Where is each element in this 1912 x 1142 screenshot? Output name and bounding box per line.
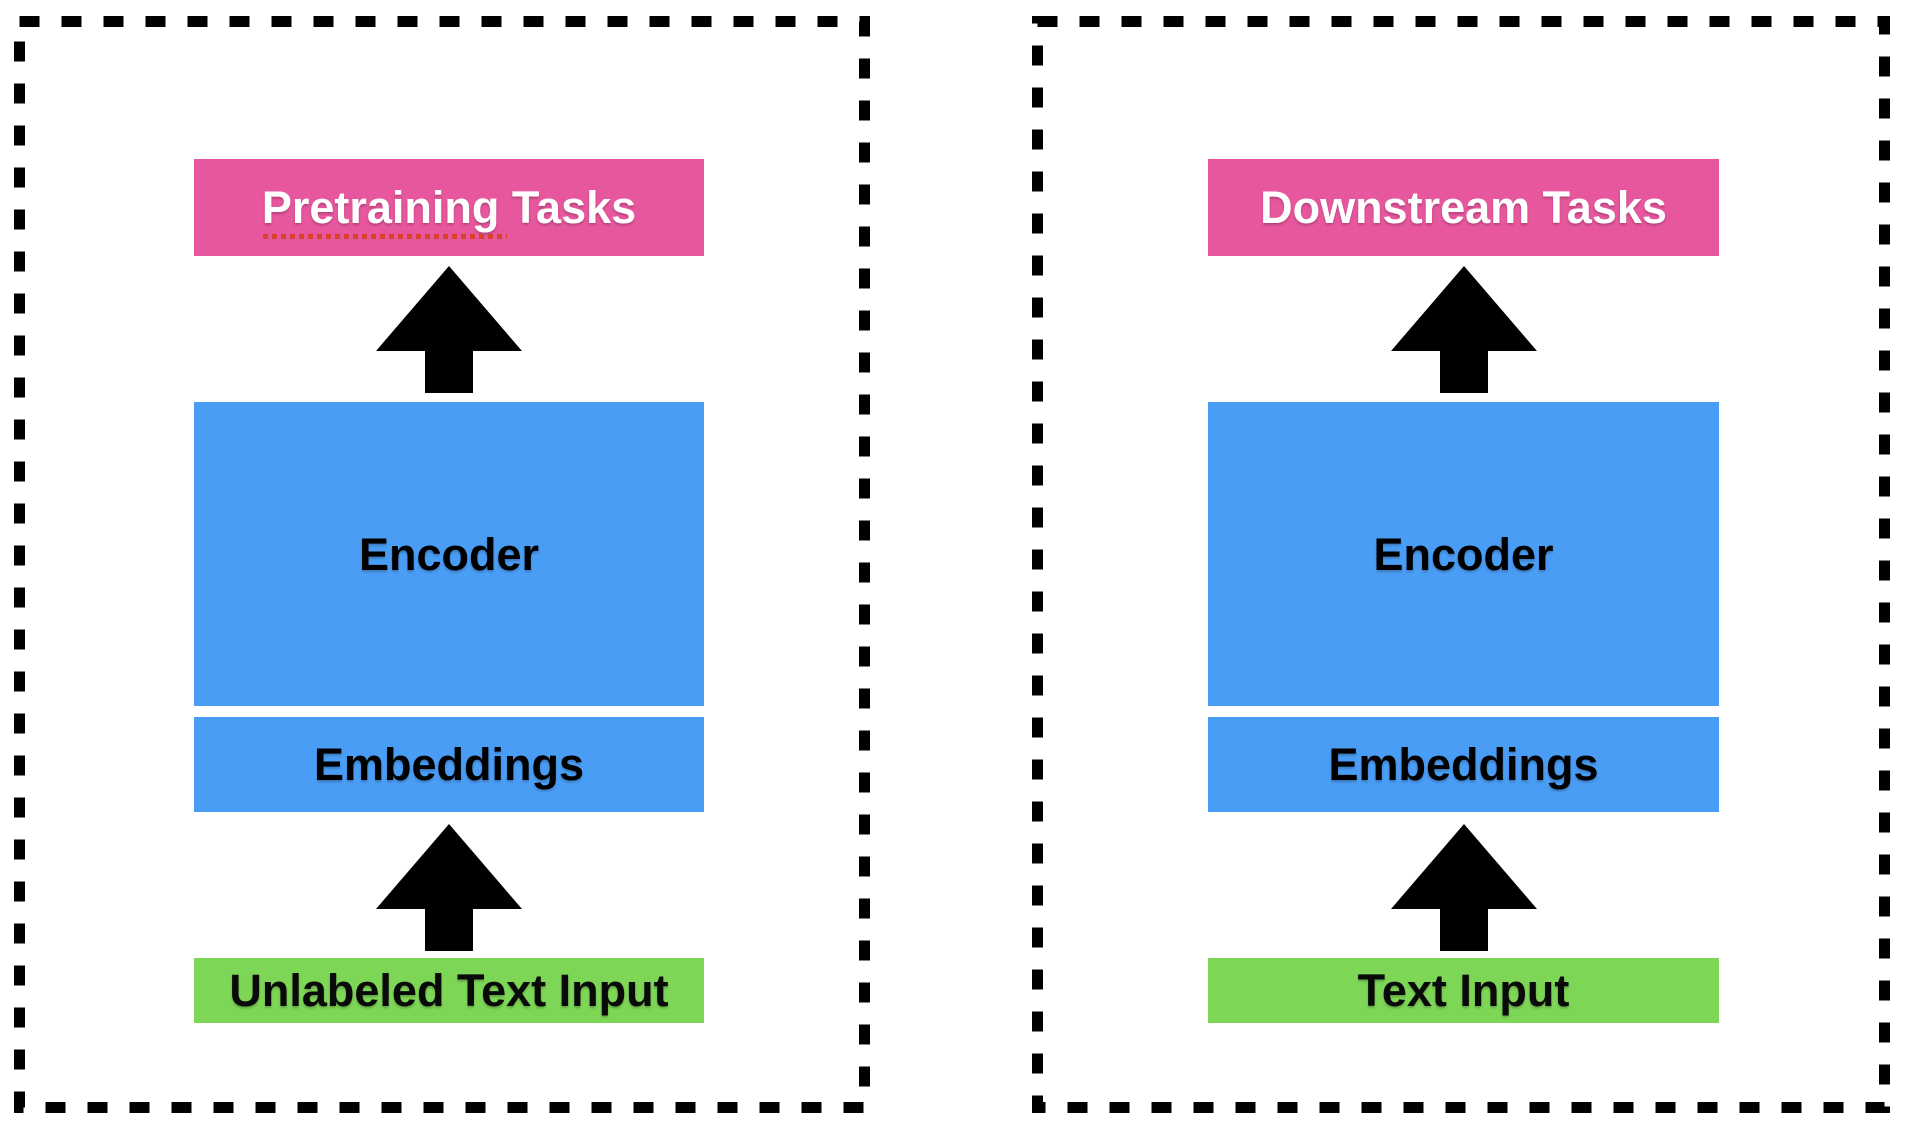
text-input-box: Text Input: [1208, 958, 1719, 1023]
arrow-input-to-embeddings: [194, 824, 704, 951]
downstream-tasks-box: Downstream Tasks: [1208, 159, 1719, 256]
encoder-label: Encoder: [1373, 528, 1554, 580]
arrow-encoder-to-pretraining: [194, 266, 704, 393]
encoder-box: Encoder: [194, 402, 704, 706]
embeddings-box: Embeddings: [194, 717, 704, 812]
encoder-label: Encoder: [358, 528, 540, 580]
embeddings-label: Embeddings: [313, 739, 585, 790]
tasks-word: Tasks: [499, 182, 637, 233]
encoder-box: Encoder: [1208, 402, 1719, 706]
unlabeled-text-input-label: Unlabeled Text Input: [229, 965, 669, 1016]
up-arrow-icon: [1390, 266, 1537, 393]
text-input-label: Text Input: [1357, 965, 1570, 1016]
up-arrow-icon: [376, 824, 522, 951]
pretraining-tasks-label: Pretraining Tasks: [262, 185, 636, 230]
embeddings-box: Embeddings: [1208, 717, 1719, 812]
downstream-panel: Downstream Tasks Encoder Embeddings Text…: [1032, 16, 1890, 1113]
arrow-encoder-to-downstream: [1208, 266, 1719, 393]
unlabeled-text-input-box: Unlabeled Text Input: [194, 958, 704, 1023]
pretraining-column: Pretraining Tasks Encoder Embeddings Unl…: [194, 16, 704, 1113]
downstream-column: Downstream Tasks Encoder Embeddings Text…: [1208, 16, 1719, 1113]
misspelled-word: Pretraining: [261, 182, 500, 233]
embeddings-label: Embeddings: [1328, 739, 1599, 790]
pretraining-panel: Pretraining Tasks Encoder Embeddings Unl…: [14, 16, 870, 1113]
up-arrow-icon: [1390, 824, 1537, 951]
up-arrow-icon: [376, 266, 522, 393]
downstream-tasks-label: Downstream Tasks: [1260, 182, 1667, 233]
arrow-input-to-embeddings: [1208, 824, 1719, 951]
pretraining-tasks-box: Pretraining Tasks: [194, 159, 704, 256]
